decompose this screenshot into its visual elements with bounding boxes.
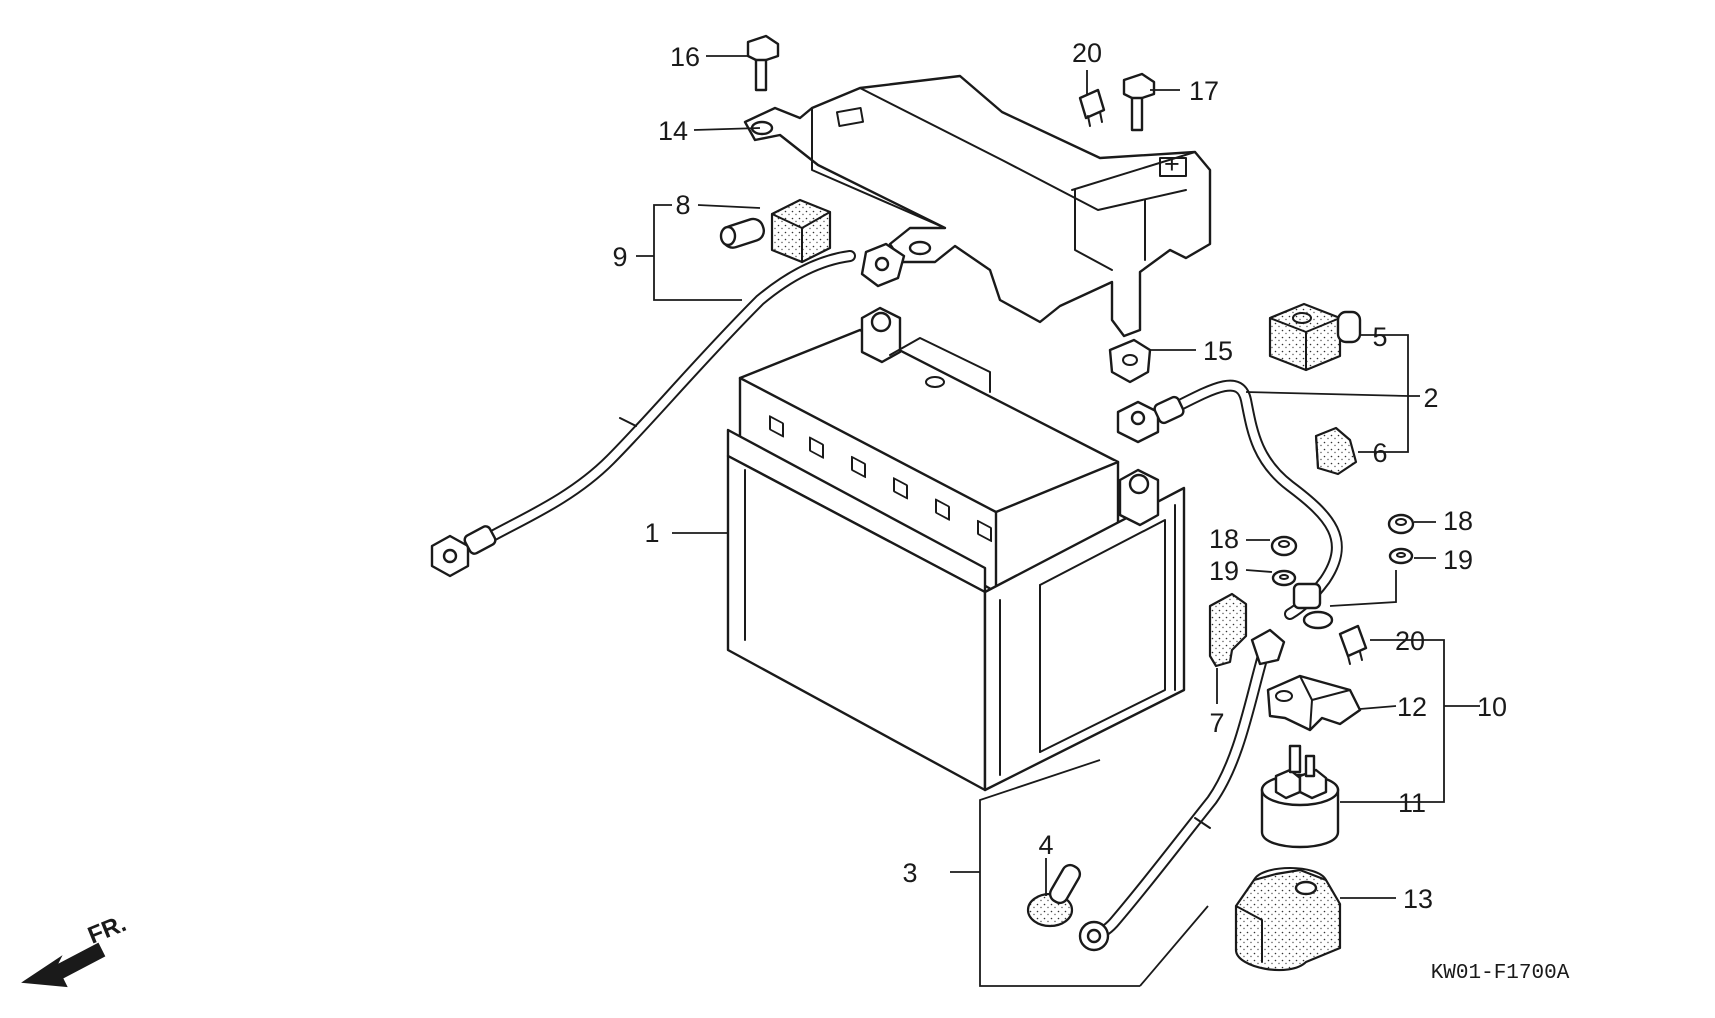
battery-vents — [769, 415, 992, 543]
front-marker-label: FR. — [84, 910, 130, 950]
callout-18-left: 18 — [1209, 524, 1239, 554]
battery — [726, 306, 1186, 792]
callout-8: 8 — [675, 190, 690, 220]
callout-19-left: 19 — [1209, 556, 1239, 586]
washer-19-right — [1388, 547, 1414, 565]
battery-positive-terminal — [1118, 468, 1160, 527]
callout-13: 13 — [1403, 884, 1433, 914]
fuse-20-lower — [1338, 624, 1368, 665]
callout-7: 7 — [1209, 708, 1224, 738]
callout-17: 17 — [1189, 76, 1219, 106]
positive-cable — [1116, 379, 1343, 630]
front-direction-marker: FR. — [21, 910, 130, 988]
drawing-code: KW01-F1700A — [1431, 962, 1570, 985]
battery-negative-terminal — [860, 306, 902, 364]
callout-14: 14 — [658, 116, 688, 146]
starter-relay-11 — [1260, 744, 1340, 849]
callout-20-top: 20 — [1072, 38, 1102, 68]
battery-holder-plate: + — [743, 74, 1212, 338]
terminal-cover-7 — [1208, 592, 1248, 668]
callout-2: 2 — [1423, 383, 1438, 413]
terminal-cover-8 — [719, 198, 832, 264]
callout-5: 5 — [1372, 322, 1387, 352]
nut-18-right — [1387, 513, 1415, 535]
fuse-20-top — [1078, 88, 1106, 127]
callout-9: 9 — [612, 242, 627, 272]
washer-19-left — [1271, 569, 1297, 587]
ground-cable-3 — [1078, 628, 1286, 952]
callout-4: 4 — [1038, 830, 1053, 860]
relay-cover-12 — [1266, 674, 1362, 732]
callout-15: 15 — [1203, 336, 1233, 366]
callout-6: 6 — [1372, 438, 1387, 468]
callout-18-right: 18 — [1443, 506, 1473, 536]
callout-10: 10 — [1477, 692, 1507, 722]
leader-lines — [636, 55, 1480, 987]
callout-16: 16 — [670, 42, 700, 72]
callout-20-lower: 20 — [1395, 626, 1425, 656]
callout-19-right: 19 — [1443, 545, 1473, 575]
callout-3: 3 — [902, 858, 917, 888]
clip-15 — [1108, 338, 1152, 384]
callout-1: 1 — [644, 518, 659, 548]
svg-text:+: + — [1164, 149, 1180, 179]
front-arrow-icon — [21, 942, 106, 988]
bolt-17 — [1122, 72, 1156, 132]
callout-11: 11 — [1398, 788, 1426, 818]
bolt-16 — [746, 34, 780, 92]
terminal-cover-5 — [1268, 302, 1362, 372]
terminal-cap-4 — [1026, 863, 1082, 928]
terminal-holder-6 — [1314, 426, 1358, 476]
callout-numbers: 1 2 3 4 5 6 7 8 9 10 11 12 13 14 15 16 1… — [612, 38, 1507, 914]
relay-rubber-13 — [1234, 867, 1342, 971]
nut-18-left — [1270, 535, 1298, 557]
negative-cable — [430, 242, 906, 578]
callout-12: 12 — [1397, 692, 1427, 722]
